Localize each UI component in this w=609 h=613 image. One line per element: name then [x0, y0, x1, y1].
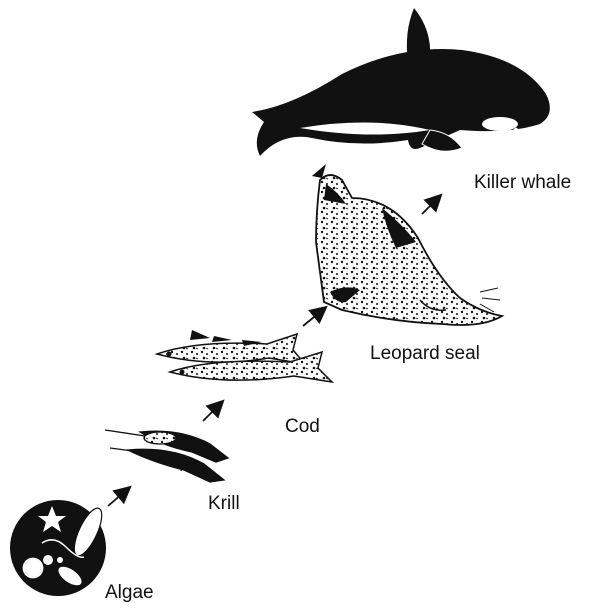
label-krill: Krill	[208, 493, 240, 515]
algae-illustration	[10, 500, 107, 596]
label-cod: Cod	[285, 416, 320, 438]
killer-whale-illustration	[252, 8, 550, 156]
arrow-algae-to-krill	[108, 488, 129, 506]
cod-illustration	[157, 330, 332, 382]
arrow-leopard-seal-to-killer-whale	[422, 196, 440, 214]
arrow-cod-to-leopard-seal	[303, 308, 325, 326]
arrow-krill-to-cod	[203, 402, 222, 421]
label-killer-whale: Killer whale	[474, 172, 571, 194]
label-leopard-seal: Leopard seal	[370, 343, 480, 365]
label-algae: Algae	[105, 582, 154, 604]
krill-illustration	[105, 430, 228, 482]
